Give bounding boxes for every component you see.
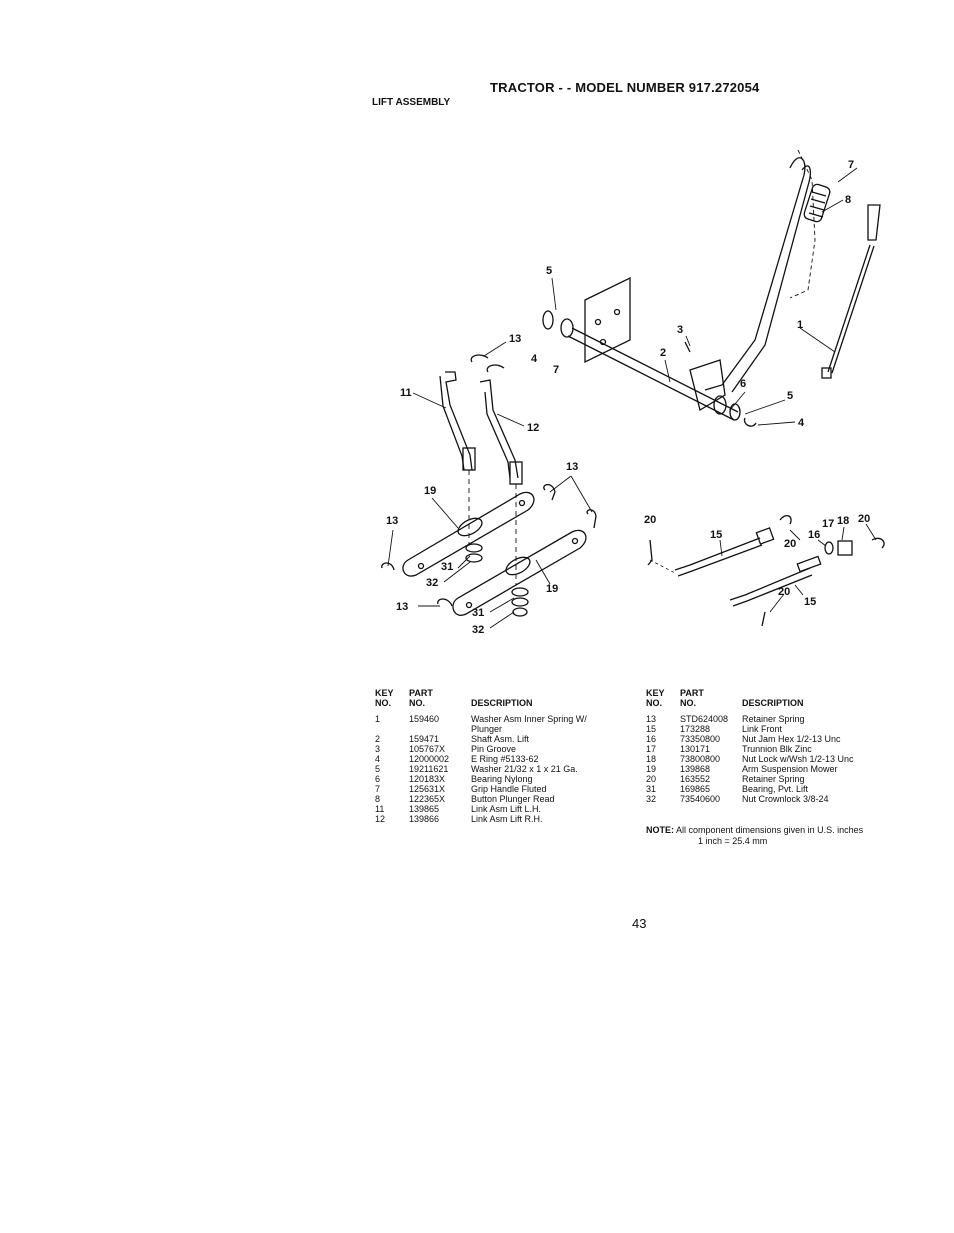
callout-1: 1 [797,319,803,331]
mounting-plate [584,276,631,364]
callout-5b: 5 [787,390,793,402]
callout-20a: 20 [644,514,656,526]
callout-13d: 13 [396,601,408,613]
callout-5: 5 [546,265,552,277]
retainer-springs [381,354,597,607]
left-bearings [542,310,574,338]
callout-20c: 20 [858,513,870,525]
callout-19b: 19 [546,583,558,595]
callout-labels: 7 8 1 5 4 7 3 2 6 5 4 13 11 12 13 19 13 … [386,159,870,636]
lift-link-left [439,371,476,545]
note-label: NOTE: [646,825,674,835]
front-links [647,515,885,627]
callout-15a: 15 [710,529,722,541]
page-number: 43 [632,916,647,931]
dimension-note: NOTE: All component dimensions given in … [646,825,863,847]
callout-3: 3 [677,324,683,336]
lift-lever-handle [704,149,831,393]
callout-31b: 31 [472,607,484,619]
callout-8: 8 [845,194,851,206]
suspension-arm-lower [452,529,587,616]
callout-6b: 6 [740,378,746,390]
callout-4b: 4 [798,417,805,429]
note-line2: 1 inch = 25.4 mm [698,836,768,846]
header-description: DESCRIPTION [471,698,533,708]
callout-20d: 20 [778,586,790,598]
header-description: DESCRIPTION [742,698,804,708]
suspension-arm-upper [402,491,535,577]
callout-20b: 20 [784,538,796,550]
bearings-nuts [465,543,529,617]
leader-lines [387,167,877,629]
page-title: TRACTOR - - MODEL NUMBER 917.272054 [490,80,760,95]
callout-6: 7 [553,364,559,376]
callout-16: 16 [808,529,820,541]
lift-link-right [479,379,523,585]
callout-13c: 13 [386,515,398,527]
note-line1: All component dimensions given in U.S. i… [676,825,864,835]
section-title: LIFT ASSEMBLY [372,97,451,108]
callout-18: 18 [837,515,849,527]
callout-31a: 31 [441,561,453,573]
callout-17: 17 [822,518,834,530]
callout-12: 12 [527,422,539,434]
callout-19a: 19 [424,485,436,497]
callout-2: 2 [660,347,666,359]
callout-15b: 15 [804,596,816,608]
plunger-rod [821,204,881,379]
callout-11: 11 [400,387,412,399]
callout-13a: 13 [509,333,521,345]
callout-4: 4 [531,353,538,365]
callout-32a: 32 [426,577,438,589]
callout-7: 7 [848,159,854,171]
lift-assembly-diagram: 7 8 1 5 4 7 3 2 6 5 4 13 11 12 13 19 13 … [381,149,885,636]
callout-32b: 32 [472,624,484,636]
callout-13b: 13 [566,461,578,473]
